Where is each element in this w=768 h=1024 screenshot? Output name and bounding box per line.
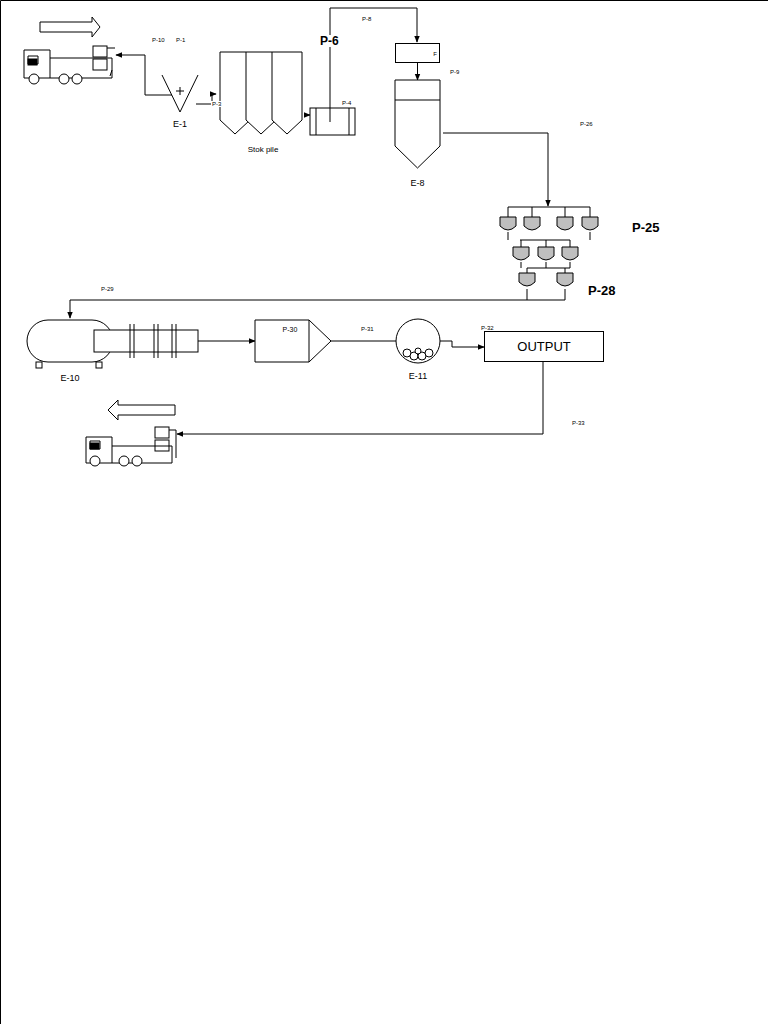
equipment-tag: E-8 bbox=[410, 179, 424, 188]
callout-number: P-1 bbox=[175, 37, 186, 43]
dispatch-line bbox=[177, 362, 543, 434]
callout-number: P-4 bbox=[341, 100, 352, 106]
equipment-tag: E-11 bbox=[409, 372, 427, 381]
silo-outline bbox=[392, 78, 444, 192]
flow-connector bbox=[417, 63, 418, 80]
stockpile: Stok pile bbox=[216, 50, 310, 158]
callout-number: P-10 bbox=[151, 37, 166, 43]
mills-to-e10-line bbox=[70, 289, 565, 318]
feed-line bbox=[116, 55, 172, 95]
flow-connector bbox=[198, 341, 255, 342]
callout-number: P-6 bbox=[319, 35, 340, 47]
ball-mill: E-10 bbox=[24, 318, 202, 386]
callout-number: P-29 bbox=[100, 286, 115, 292]
callout-number: P-28 bbox=[587, 284, 616, 297]
equipment-tag: E-1 bbox=[173, 120, 187, 129]
filter-box: F bbox=[395, 43, 440, 63]
equipment-tag: Stok pile bbox=[248, 146, 279, 154]
equipment-tag: F bbox=[433, 51, 437, 57]
incoming-truck bbox=[24, 17, 115, 84]
callout-number: P-32 bbox=[480, 325, 495, 331]
equipment-tag: E-10 bbox=[60, 374, 79, 383]
mill-bank bbox=[500, 207, 598, 286]
ball-mill-outline bbox=[24, 318, 202, 386]
belt-conveyor bbox=[310, 108, 355, 135]
flow-connector bbox=[440, 341, 484, 347]
stockpile-outline bbox=[216, 50, 310, 158]
cyclone-box: P-30 bbox=[254, 319, 332, 363]
callout-number: P-9 bbox=[449, 69, 460, 75]
output-box: OUTPUT bbox=[484, 331, 604, 362]
equipment-tag: P-30 bbox=[283, 326, 298, 333]
stockpile-to-conveyor bbox=[304, 115, 310, 116]
silo: E-8 bbox=[392, 78, 444, 192]
callout-number: P-31 bbox=[360, 326, 375, 332]
flow-connector bbox=[331, 341, 396, 342]
callout-number: P-33 bbox=[571, 420, 586, 426]
screen-drum: E-11 bbox=[394, 318, 442, 386]
hopper: E-1 bbox=[158, 72, 202, 132]
callout-number: P-8 bbox=[361, 16, 372, 22]
callout-number: P-25 bbox=[631, 221, 660, 234]
equipment-tag: OUTPUT bbox=[517, 340, 570, 353]
cyclone-box-outline bbox=[254, 319, 332, 363]
silo-to-mills-line bbox=[443, 133, 548, 206]
callout-number: P-3 bbox=[211, 101, 222, 107]
callout-number: P-26 bbox=[579, 121, 594, 127]
outgoing-truck bbox=[86, 400, 176, 466]
